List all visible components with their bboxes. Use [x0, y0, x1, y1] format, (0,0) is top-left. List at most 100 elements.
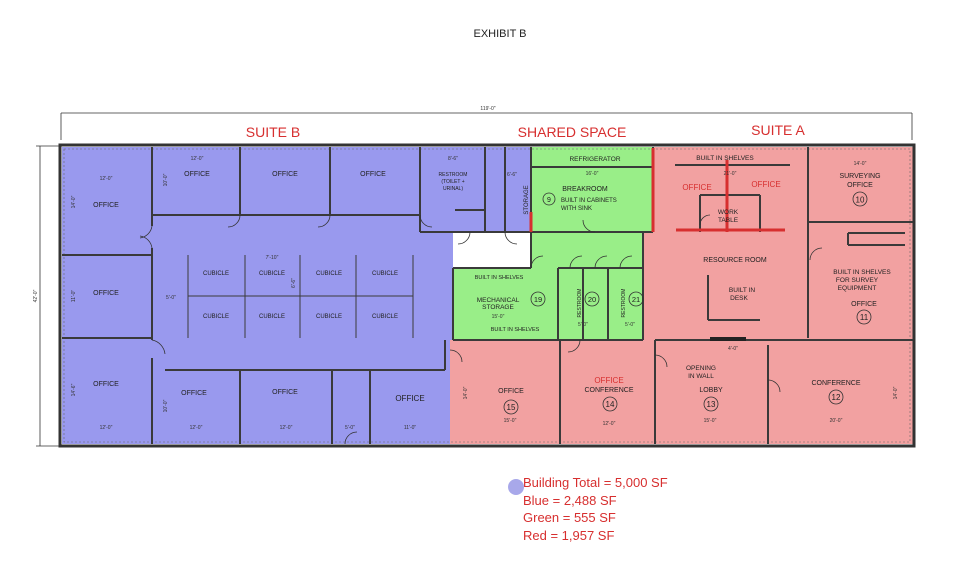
desk-label: DESK: [730, 295, 748, 302]
cubicle-label: CUBICLE: [259, 314, 285, 320]
work-table-label: WORK: [718, 209, 739, 216]
suite-b-title: SUITE B: [246, 124, 300, 140]
room-number: 13: [707, 400, 716, 409]
dim-label: 15'-0": [504, 418, 517, 424]
dimension-annotations: 12'-0" 12'-0" 8'-6" 6'-6" 14'-0" 10'-0" …: [71, 156, 899, 431]
room-number-circle: [530, 291, 546, 307]
dim-label: 21'-0": [724, 171, 737, 177]
restroom-label: RESTROOM: [439, 172, 468, 178]
room-number-circle: [584, 291, 600, 307]
dim-label: 12'-0": [280, 425, 293, 431]
dim-label: 14'-6": [71, 383, 77, 396]
restroom-label: (TOILET +: [441, 179, 464, 185]
room-number: 19: [534, 295, 542, 304]
restroom-label: RESTROOM: [577, 289, 583, 318]
cubicle-label: CUBICLE: [316, 271, 342, 277]
dim-label: 12'-0": [100, 176, 113, 182]
survey-shelves-label: FOR SURVEY: [836, 277, 879, 284]
legend-blue: Blue = 2,488 SF: [523, 492, 617, 508]
restroom-label: URINAL): [443, 186, 463, 192]
shelves-label: BUILT IN SHELVES: [475, 275, 524, 281]
dim-label: 11'-0": [404, 425, 417, 431]
dim-label: 10'-0": [163, 173, 169, 186]
dim-label: 12'-0": [191, 156, 204, 162]
room-number-circle: [542, 192, 556, 206]
refrigerator-label: REFRIGERATOR: [569, 156, 620, 163]
red-partition-marks: [529, 148, 785, 232]
shelves-label: BUILT IN SHELVES: [696, 155, 754, 162]
cubicle-label: CUBICLE: [372, 314, 398, 320]
room-number: 10: [856, 196, 865, 205]
room-number: 11: [860, 313, 869, 322]
shared-space-title: SHARED SPACE: [518, 124, 627, 140]
opening-header: [710, 337, 746, 341]
dim-label: 5'-0": [345, 425, 355, 431]
breakroom-label: BREAKROOM: [562, 186, 608, 193]
lobby-label: LOBBY: [699, 387, 723, 394]
office-label: OFFICE: [93, 381, 119, 388]
office-label: OFFICE: [395, 394, 424, 403]
opening-label: OPENING: [686, 365, 716, 372]
dim-label: 15'-0": [492, 314, 505, 320]
opening-label: IN WALL: [688, 373, 714, 380]
room-number: 12: [832, 393, 841, 402]
cubicle-label: CUBICLE: [203, 314, 229, 320]
cubicle-grid: [187, 255, 414, 338]
room-number-circle: [856, 309, 872, 325]
surveying-label: SURVEYING: [839, 173, 880, 180]
suite-a-labels: BUILT IN SHELVES OFFICE OFFICE WORK TABL…: [498, 155, 891, 415]
mechanical-label: STORAGE: [482, 304, 514, 311]
door-swings: [139, 214, 823, 445]
dim-label: 15'-0": [704, 418, 717, 424]
dim-label: 7'-10": [266, 255, 279, 261]
dim-label: 16'-0": [586, 171, 599, 177]
area-legend: Building Total = 5,000 SF Blue = 2,488 S…: [523, 474, 668, 544]
exterior-wall: [58, 143, 916, 448]
dim-label: 5'-0": [166, 295, 176, 301]
office-label: OFFICE: [181, 390, 207, 397]
legend-total: Building Total = 5,000 SF: [523, 475, 668, 490]
dim-label: 14'-0": [463, 386, 469, 399]
office-label: OFFICE: [93, 202, 119, 209]
cubicle-label: CUBICLE: [372, 271, 398, 277]
suite-a-area: [450, 147, 913, 444]
cubicle-label: CUBICLE: [203, 271, 229, 277]
office-label: OFFICE: [851, 301, 877, 308]
breakroom-note: BUILT IN CABINETS: [561, 198, 617, 204]
shelves-label: BUILT IN SHELVES: [491, 327, 540, 333]
legend-red: Red = 1,957 SF: [523, 527, 615, 543]
survey-shelves-label: BUILT IN SHELVES: [833, 269, 891, 276]
exhibit-title: EXHIBIT B: [474, 28, 527, 40]
dim-label: 14'-0": [854, 161, 867, 167]
dim-label: 5'-0": [578, 322, 588, 328]
dim-label: 20'-0": [830, 418, 843, 424]
room-number-circle: [503, 399, 519, 415]
suite-a-title: SUITE A: [751, 122, 805, 138]
room-number-circle: [828, 389, 844, 405]
room-number-circle: [703, 396, 719, 412]
room-number: 9: [547, 197, 551, 204]
resource-room-label: RESOURCE ROOM: [703, 257, 767, 264]
office-red-label: OFFICE: [682, 183, 711, 192]
office-red-label: OFFICE: [751, 180, 780, 189]
room-number-circle: [852, 191, 868, 207]
legend-green: Green = 555 SF: [523, 510, 616, 525]
cubicle-label: CUBICLE: [259, 271, 285, 277]
mechanical-label: MECHANICAL: [477, 297, 520, 304]
storage-label: STORAGE: [524, 185, 530, 214]
surveying-label: OFFICE: [847, 182, 873, 189]
suite-b-walls: [62, 147, 531, 444]
cubicle-label: CUBICLE: [316, 314, 342, 320]
office-label: OFFICE: [93, 290, 119, 297]
dim-label: 14'-0": [71, 195, 77, 208]
work-table-label: TABLE: [718, 217, 739, 224]
suite-b-labels: OFFICE OFFICE OFFICE OFFICE OFFICE OFFIC…: [93, 171, 530, 403]
dim-label: 5'-0": [625, 322, 635, 328]
office-label: OFFICE: [272, 171, 298, 178]
room-number: 14: [606, 400, 615, 409]
office-label: OFFICE: [498, 388, 524, 395]
legend-marker: [508, 479, 524, 495]
survey-shelves-label: EQUIPMENT: [838, 285, 877, 292]
room-number-circle: [602, 396, 618, 412]
